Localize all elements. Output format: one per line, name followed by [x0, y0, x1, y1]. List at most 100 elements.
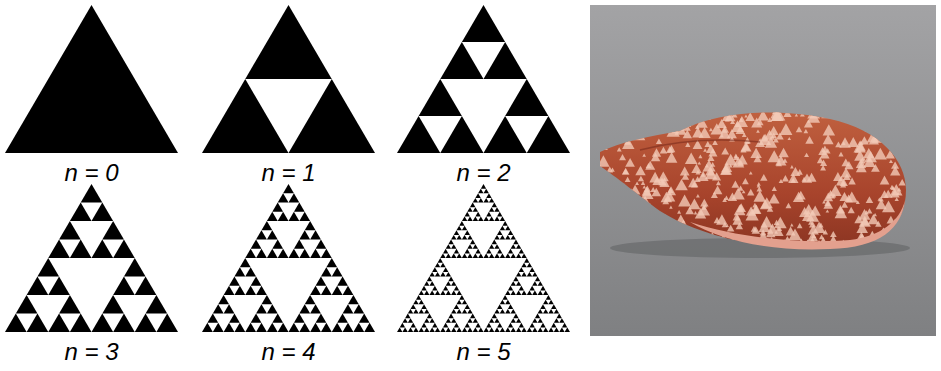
black-triangle [440, 272, 445, 277]
shell-tent-mark [752, 226, 760, 234]
shell-tent-mark [699, 127, 711, 138]
black-triangle [462, 253, 467, 258]
black-triangle [440, 42, 483, 79]
black-triangle [478, 327, 483, 332]
shell-tent-mark [889, 112, 898, 121]
black-triangle [440, 116, 483, 153]
shell-tent-mark [604, 213, 607, 216]
shell-lip [690, 200, 905, 249]
black-triangle [267, 212, 278, 221]
shell-tent-mark [747, 106, 752, 110]
shell-tent-mark [857, 110, 863, 115]
shell-tent-mark [652, 224, 665, 236]
black-triangle [511, 244, 516, 249]
black-triangle [446, 253, 451, 258]
shell-tent-mark [797, 169, 803, 175]
shell-tent-mark [747, 189, 754, 196]
black-triangle [551, 304, 556, 309]
shell-tent-mark [698, 155, 702, 159]
black-triangle [16, 295, 38, 314]
black-triangle [497, 304, 502, 309]
shell-tent-mark [872, 244, 884, 255]
black-triangle [505, 300, 510, 305]
black-triangle [411, 323, 416, 328]
shell-tent-mark [604, 211, 614, 220]
black-triangle [435, 327, 440, 332]
black-triangle [446, 281, 451, 286]
shell-tent-mark [817, 157, 824, 163]
shell-tent-mark [678, 115, 691, 127]
black-triangle [454, 304, 459, 309]
black-triangle [513, 314, 518, 319]
black-triangle [353, 304, 364, 313]
black-triangle [448, 240, 453, 245]
black-triangle [532, 318, 537, 323]
shell-tent-mark [878, 197, 884, 202]
shell-tent-mark [859, 157, 866, 163]
shell-tent-mark [703, 148, 707, 151]
black-triangle [234, 286, 245, 295]
black-triangle [505, 290, 510, 295]
black-triangle [224, 304, 235, 313]
black-triangle [516, 327, 521, 332]
black-triangle [475, 249, 480, 254]
shell-tent-mark [888, 100, 899, 110]
shell-tent-mark [599, 175, 603, 178]
shell-tent-mark [615, 226, 625, 235]
shell-tent-mark [896, 149, 901, 154]
shell-tent-mark [901, 227, 909, 234]
shell-tent-mark [705, 233, 709, 237]
black-triangle [508, 249, 513, 254]
shell-tent-mark [733, 157, 745, 168]
black-triangle [429, 290, 434, 295]
shell-tent-mark [749, 171, 753, 174]
shell-tent-mark [866, 196, 874, 203]
shell-tent-mark [760, 229, 767, 235]
black-triangle [48, 277, 70, 296]
shell-tent-mark [606, 166, 613, 172]
black-triangle [326, 258, 337, 267]
shell-tent-mark [865, 107, 869, 110]
black-triangle [451, 309, 456, 314]
shell-tent-mark [625, 158, 635, 167]
black-triangle [532, 290, 537, 295]
shell-tent-mark [652, 112, 663, 122]
shell-tent-mark [620, 183, 628, 190]
sierpinski-order [397, 184, 570, 332]
black-triangle [508, 304, 513, 309]
shell-tent-mark [774, 217, 787, 229]
shell-tent-mark [736, 116, 748, 127]
shell-tent-mark [866, 124, 871, 128]
black-triangle [419, 290, 424, 295]
black-triangle [489, 327, 494, 332]
shell-tent-mark [804, 129, 809, 133]
black-triangle [554, 327, 559, 332]
black-triangle [462, 216, 467, 221]
shell-tent-mark [673, 234, 682, 242]
shell-tent-mark [658, 172, 669, 182]
black-triangle [278, 323, 289, 332]
black-triangle [546, 295, 551, 300]
shell-tent-mark [874, 148, 887, 160]
shell-tent-mark [674, 215, 687, 227]
black-triangle [484, 116, 527, 153]
black-triangle [500, 300, 505, 305]
black-triangle [440, 263, 445, 268]
black-triangle [551, 323, 556, 328]
black-triangle [419, 327, 424, 332]
black-triangle [489, 216, 494, 221]
black-triangle [505, 235, 510, 240]
shell-tent-mark [716, 214, 728, 225]
black-triangle [494, 244, 499, 249]
shell-tent-mark [597, 155, 610, 166]
shell-tent-mark [820, 150, 830, 159]
black-triangle [321, 323, 332, 332]
shell-tent-mark [610, 238, 623, 250]
shell-tent-mark [602, 192, 614, 203]
black-triangle [516, 318, 521, 323]
black-triangle [508, 286, 513, 291]
black-triangle [478, 216, 483, 221]
black-triangle [446, 327, 451, 332]
black-triangle [475, 212, 480, 217]
shell-tent-mark [619, 154, 626, 160]
